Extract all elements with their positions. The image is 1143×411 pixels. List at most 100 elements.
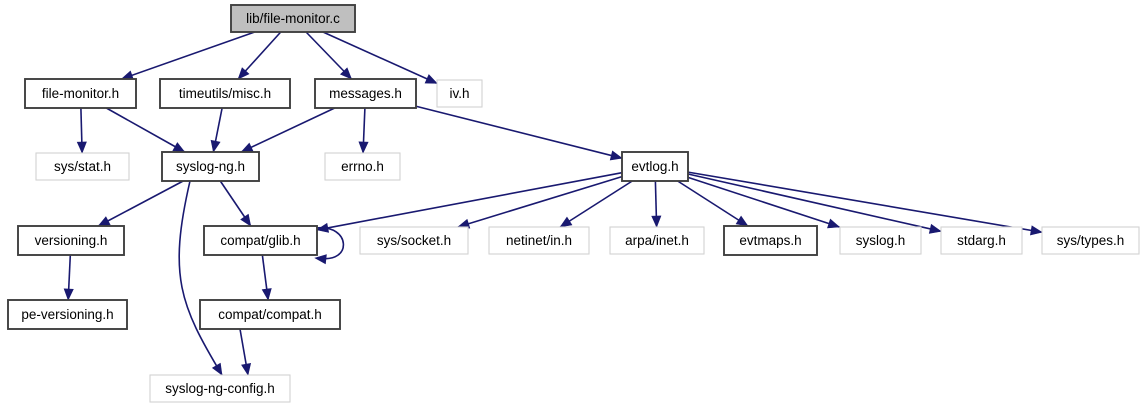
node-evtlog-h[interactable]: evtlog.h <box>621 151 689 182</box>
edge-path <box>121 31 256 80</box>
edge-file-monitor-h-to-syslog-ng-h <box>105 107 186 153</box>
node-syslog-h[interactable]: syslog.h <box>839 226 922 255</box>
node-box[interactable] <box>436 79 483 108</box>
node-syslog-ng-h[interactable]: syslog-ng.h <box>161 151 260 182</box>
edge-evtlog-h-to-evtmaps-h <box>677 180 749 227</box>
edge-compat-compat-h-to-syslog-ng-config-h <box>239 328 252 376</box>
node-box[interactable] <box>621 151 689 182</box>
node-sys-socket-h[interactable]: sys/socket.h <box>359 226 469 255</box>
edge-arrowhead <box>76 141 87 154</box>
node-box[interactable] <box>839 226 922 255</box>
node-box[interactable] <box>35 152 130 181</box>
node-box[interactable] <box>324 152 401 181</box>
node-label: timeutils/misc.h <box>179 86 271 101</box>
node-box[interactable] <box>359 226 469 255</box>
node-label: syslog-ng.h <box>176 159 245 174</box>
edge-evtlog-h-to-arpa-inet-h <box>651 180 662 228</box>
node-iv-h[interactable]: iv.h <box>436 79 483 108</box>
node-arpa-inet-h[interactable]: arpa/inet.h <box>609 226 705 255</box>
edge-layer <box>63 31 1043 376</box>
node-compat-compat-h[interactable]: compat/compat.h <box>199 299 341 330</box>
node-label: errno.h <box>341 159 384 174</box>
node-errno-h[interactable]: errno.h <box>324 152 401 181</box>
node-box[interactable] <box>230 4 356 33</box>
node-box[interactable] <box>199 299 341 330</box>
node-box[interactable] <box>159 78 291 109</box>
edge-evtlog-h-to-sys-types-h <box>687 171 1043 236</box>
edge-evtlog-h-to-compat-glib-h <box>316 171 623 233</box>
edge-arrowhead <box>1030 225 1043 236</box>
edge-arrowhead <box>172 142 186 153</box>
edge-file-monitor-c-to-messages-h <box>305 31 353 80</box>
node-box[interactable] <box>609 226 705 255</box>
edge-syslog-ng-h-to-versioning-h <box>97 180 184 227</box>
node-sys-types-h[interactable]: sys/types.h <box>1041 226 1140 255</box>
edge-messages-h-to-evtlog-h <box>415 105 623 161</box>
edge-path <box>315 227 345 260</box>
edge-path <box>559 180 633 228</box>
node-box[interactable] <box>940 226 1023 255</box>
edge-syslog-ng-h-to-compat-glib-h <box>219 180 252 227</box>
node-label: file-monitor.h <box>42 86 119 101</box>
edge-file-monitor-c-to-timeutils-misc-h <box>237 31 282 80</box>
edge-arrowhead <box>240 213 252 227</box>
node-box[interactable] <box>161 151 260 182</box>
node-file-monitor-c[interactable]: lib/file-monitor.c <box>230 4 356 33</box>
node-label: compat/compat.h <box>218 307 322 322</box>
edge-arrowhead <box>210 139 221 153</box>
edge-arrowhead <box>827 218 841 229</box>
node-netinet-in-h[interactable]: netinet/in.h <box>488 226 590 255</box>
node-pe-versioning-h[interactable]: pe-versioning.h <box>7 299 128 330</box>
node-box[interactable] <box>7 299 128 330</box>
edge-arrowhead <box>237 67 250 80</box>
edge-arrowhead <box>339 67 353 80</box>
node-label: versioning.h <box>35 233 108 248</box>
node-label: syslog-ng-config.h <box>165 381 275 396</box>
edge-syslog-ng-h-to-syslog-ng-config-h <box>178 180 223 376</box>
node-box[interactable] <box>488 226 590 255</box>
edge-evtlog-h-to-syslog-h <box>687 176 841 229</box>
node-label: sys/types.h <box>1057 233 1125 248</box>
node-box[interactable] <box>314 78 417 109</box>
node-syslog-ng-config-h[interactable]: syslog-ng-config.h <box>149 374 291 403</box>
edge-file-monitor-c-to-iv-h <box>322 31 438 85</box>
edge-path <box>178 180 223 376</box>
node-box[interactable] <box>723 225 818 256</box>
node-box[interactable] <box>1041 226 1140 255</box>
edge-messages-h-to-errno-h <box>358 107 369 154</box>
edge-evtlog-h-to-stdarg-h <box>687 173 942 234</box>
node-timeutils-misc-h[interactable]: timeutils/misc.h <box>159 78 291 109</box>
edge-arrowhead <box>240 142 254 153</box>
node-box[interactable] <box>24 78 137 109</box>
edge-arrowhead <box>63 288 74 301</box>
edge-file-monitor-h-to-sys-stat-h <box>76 107 87 154</box>
node-sys-stat-h[interactable]: sys/stat.h <box>35 152 130 181</box>
node-box[interactable] <box>149 374 291 403</box>
edge-file-monitor-c-to-file-monitor-h <box>120 31 256 81</box>
node-label: evtlog.h <box>631 159 678 174</box>
edge-arrowhead <box>928 223 942 234</box>
edge-arrowhead <box>211 362 223 376</box>
node-label: syslog.h <box>856 233 906 248</box>
edge-messages-h-to-syslog-ng-h <box>240 107 336 153</box>
node-compat-glib-h[interactable]: compat/glib.h <box>203 225 318 256</box>
node-stdarg-h[interactable]: stdarg.h <box>940 226 1023 255</box>
node-box[interactable] <box>17 225 125 256</box>
edge-arrowhead <box>358 141 369 154</box>
node-versioning-h[interactable]: versioning.h <box>17 225 125 256</box>
edge-path <box>687 173 942 233</box>
node-messages-h[interactable]: messages.h <box>314 78 417 109</box>
edge-arrowhead <box>609 150 623 161</box>
edge-path <box>316 171 623 231</box>
node-evtmaps-h[interactable]: evtmaps.h <box>723 225 818 256</box>
node-label: lib/file-monitor.c <box>246 11 340 26</box>
edge-versioning-h-to-pe-versioning-h <box>63 254 74 301</box>
node-file-monitor-h[interactable]: file-monitor.h <box>24 78 137 109</box>
edge-arrowhead <box>241 363 252 376</box>
node-box[interactable] <box>203 225 318 256</box>
edge-path <box>687 176 840 228</box>
edge-arrowhead <box>261 288 272 301</box>
edge-arrowhead <box>651 215 662 228</box>
